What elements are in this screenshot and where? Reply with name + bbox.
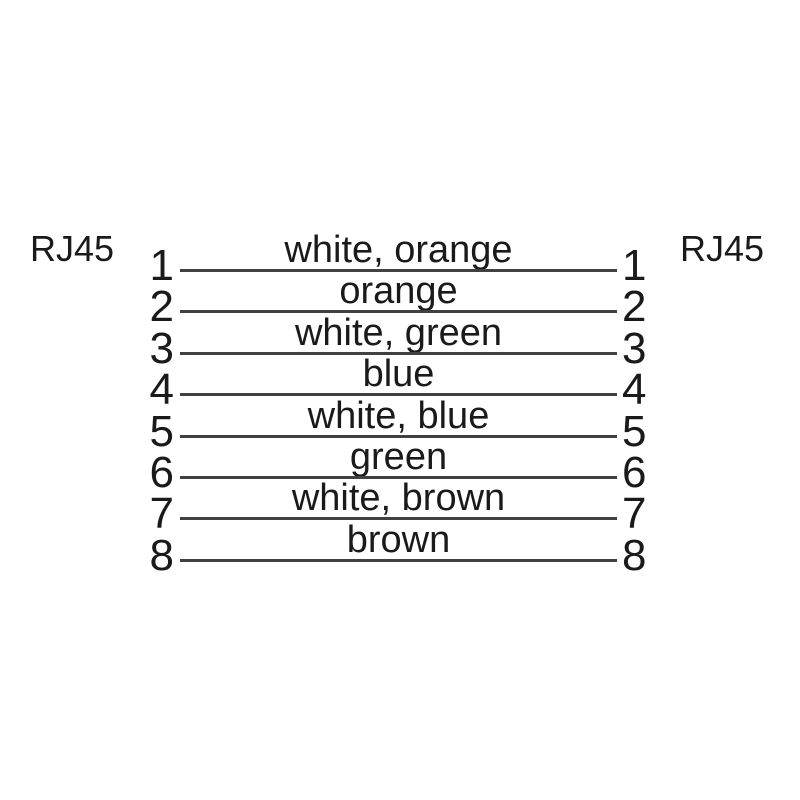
wire-color-label: white, green	[294, 312, 502, 354]
wire-line	[180, 476, 617, 479]
right-pin-number: 7	[622, 489, 647, 538]
wire-line	[180, 393, 617, 396]
wire-line	[180, 310, 617, 313]
left-pin-number: 7	[149, 489, 174, 538]
right-pin-number: 8	[622, 531, 647, 580]
wire-line	[180, 269, 617, 272]
wire-line	[180, 559, 617, 562]
left-connector-label: RJ45	[30, 228, 115, 269]
wire-color-label: white, orange	[284, 229, 513, 271]
left-pin-number: 6	[149, 448, 174, 497]
left-pin-number: 5	[149, 407, 174, 456]
left-pin-number: 3	[149, 324, 174, 373]
right-pin-number: 5	[622, 407, 647, 456]
right-pin-number: 6	[622, 448, 647, 497]
wire-line	[180, 352, 617, 355]
wire-line	[180, 517, 617, 520]
left-pin-number: 1	[149, 241, 174, 290]
wire-color-label: orange	[339, 270, 458, 312]
wire-color-label: white, blue	[307, 395, 490, 437]
wire-color-label: brown	[346, 519, 451, 561]
wire-color-label: white, brown	[291, 477, 506, 519]
wire-color-label: green	[349, 436, 448, 478]
right-pin-number: 2	[622, 282, 647, 331]
wire-line	[180, 435, 617, 438]
right-pin-number: 1	[622, 241, 647, 290]
right-connector-label: RJ45	[680, 228, 765, 269]
right-pin-number: 3	[622, 324, 647, 373]
wire-color-label: blue	[362, 353, 435, 395]
left-pin-number: 4	[149, 365, 174, 414]
left-pin-number: 2	[149, 282, 174, 331]
right-pin-number: 4	[622, 365, 647, 414]
left-pin-number: 8	[149, 531, 174, 580]
